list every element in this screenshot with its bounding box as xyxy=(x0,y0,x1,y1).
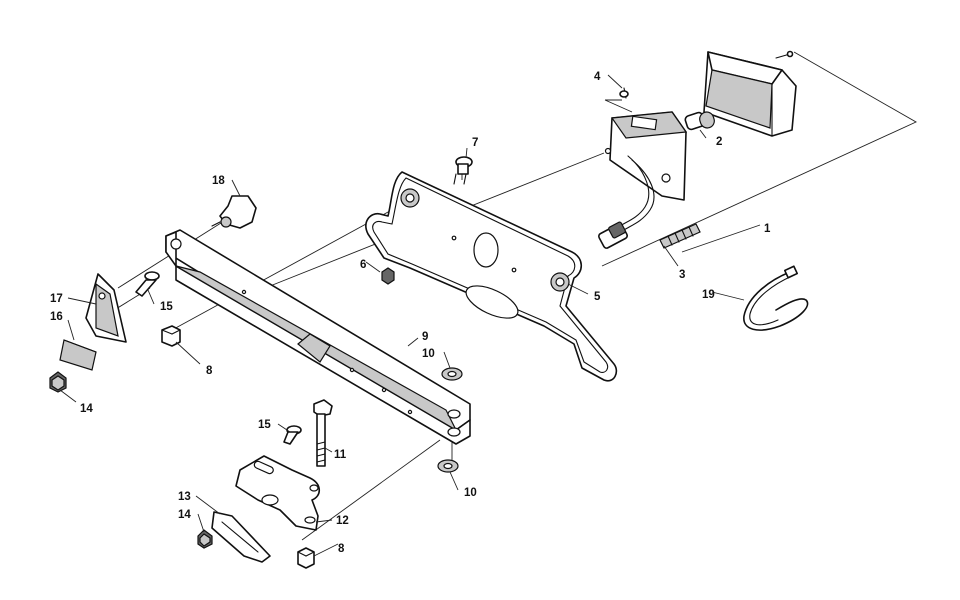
callout-15-upper: 15 xyxy=(160,301,173,313)
callout-13: 13 xyxy=(178,491,191,503)
callout-10-lower: 10 xyxy=(464,487,477,499)
side-mount-plate xyxy=(85,273,127,343)
callout-15-lower: 15 xyxy=(258,419,271,431)
gasket xyxy=(211,511,271,563)
callout-4: 4 xyxy=(594,71,601,83)
lamp-base xyxy=(604,111,688,201)
flange-nut-bottom xyxy=(297,547,315,569)
callout-19: 19 xyxy=(702,289,715,301)
callout-18: 18 xyxy=(212,175,225,187)
callout-17: 17 xyxy=(50,293,63,305)
callout-2: 2 xyxy=(716,136,722,148)
washer-upper xyxy=(441,367,463,381)
adjust-knob xyxy=(211,195,257,229)
callout-3: 3 xyxy=(679,269,685,281)
callout-labels: 1 2 3 4 5 6 7 8 8 9 10 10 11 12 13 14 14… xyxy=(50,71,771,555)
lock-nut-left xyxy=(49,371,67,393)
flange-nut-left xyxy=(161,325,181,347)
tail-light-housing xyxy=(703,51,797,137)
long-bolt xyxy=(313,399,333,467)
callout-12: 12 xyxy=(336,515,349,527)
callout-14-left: 14 xyxy=(80,403,93,415)
license-plate-bracket xyxy=(365,171,618,382)
bolt-upper xyxy=(135,271,160,297)
callout-10-upper: 10 xyxy=(422,348,435,360)
bracket-screw xyxy=(453,156,473,185)
callout-14-bottom: 14 xyxy=(178,509,191,521)
washer-lower xyxy=(437,459,459,473)
callout-8-bottom: 8 xyxy=(338,543,345,555)
lamp-screw xyxy=(619,87,629,99)
lens-screw xyxy=(775,50,794,59)
callout-9: 9 xyxy=(422,331,428,343)
light-bulb xyxy=(684,111,715,131)
callout-8-left: 8 xyxy=(206,365,213,377)
mounting-rail xyxy=(165,229,471,445)
reflector xyxy=(59,339,97,371)
wire-harness xyxy=(598,155,655,249)
lock-nut-bottom xyxy=(197,529,213,549)
cable-tie xyxy=(743,265,809,331)
callout-6: 6 xyxy=(360,259,366,271)
bracket-nut xyxy=(381,267,395,285)
callout-11: 11 xyxy=(334,449,347,461)
lower-bracket xyxy=(235,455,321,531)
leader-lines xyxy=(59,74,761,557)
callout-7: 7 xyxy=(472,137,478,149)
callout-16: 16 xyxy=(50,311,63,323)
threaded-stud xyxy=(659,223,701,249)
callout-5: 5 xyxy=(594,291,601,303)
bolt-lower xyxy=(283,425,302,445)
callout-1: 1 xyxy=(764,223,771,235)
